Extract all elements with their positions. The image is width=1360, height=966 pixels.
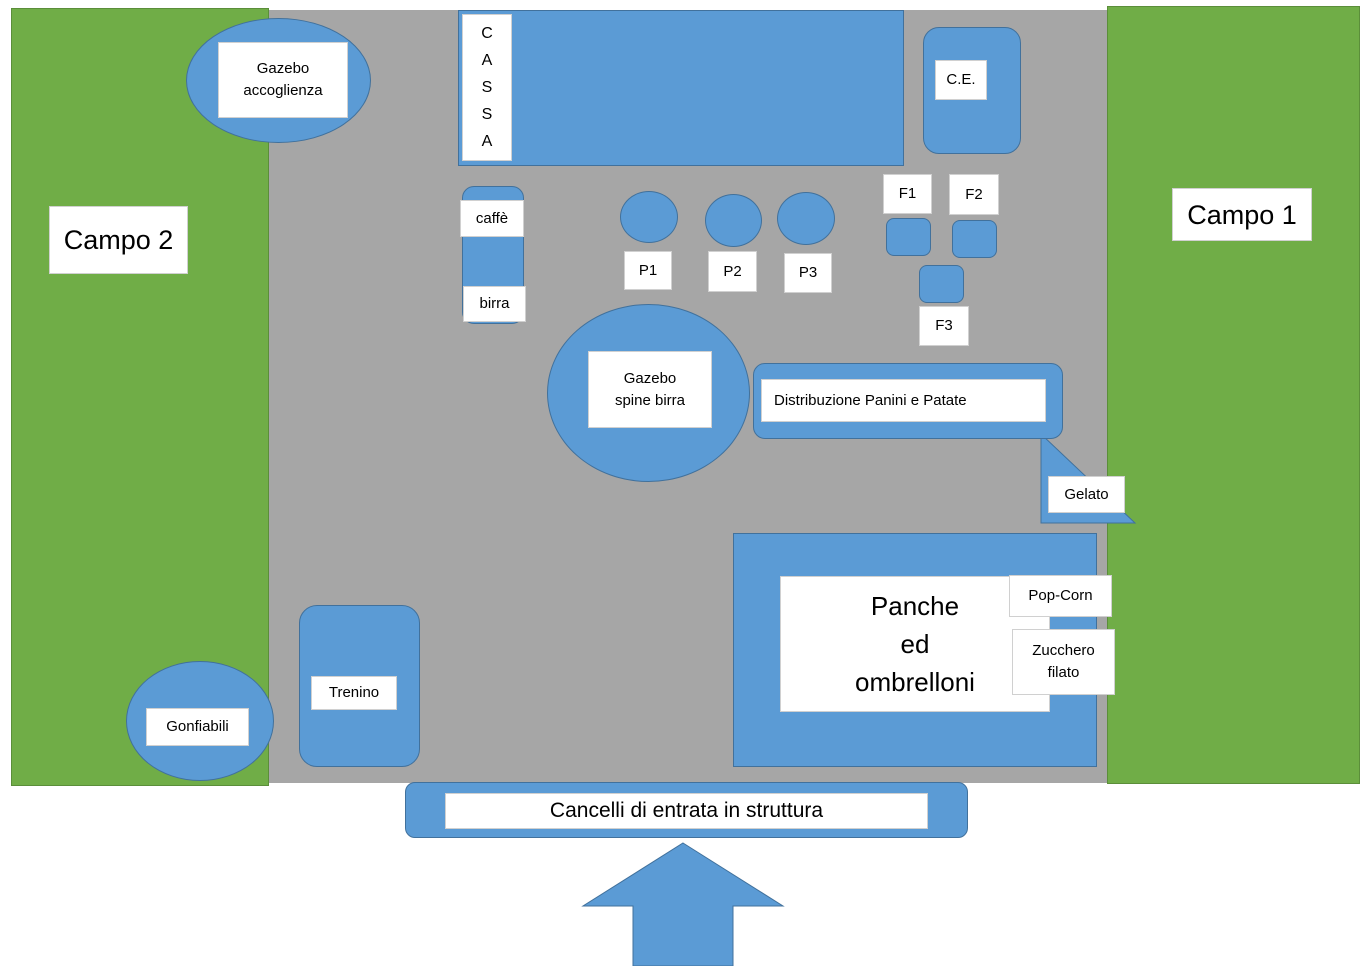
gazebo-accoglienza-label: Gazebo accoglienza bbox=[218, 42, 348, 118]
p3-shape bbox=[777, 192, 835, 245]
p1-label: P1 bbox=[624, 251, 672, 290]
p2-shape bbox=[705, 194, 762, 247]
cassa-letter: S bbox=[481, 106, 493, 123]
ce-label: C.E. bbox=[935, 60, 987, 100]
cassa-letter: S bbox=[481, 79, 493, 96]
p1-shape bbox=[620, 191, 678, 243]
f3-shape bbox=[919, 265, 964, 303]
birra-label: birra bbox=[463, 286, 526, 322]
f2-shape bbox=[952, 220, 997, 258]
cassa-letter: C bbox=[481, 25, 493, 42]
gazebo-spine-birra-label: Gazebo spine birra bbox=[588, 351, 712, 428]
campo-2-field bbox=[11, 8, 269, 786]
trenino-label: Trenino bbox=[311, 676, 397, 710]
panche-line-2: ed bbox=[900, 629, 930, 659]
panche-line-3: ombrelloni bbox=[855, 667, 975, 697]
campo-1-field bbox=[1107, 6, 1360, 784]
p2-label: P2 bbox=[708, 251, 757, 292]
f2-label: F2 bbox=[949, 174, 999, 215]
zucchero-line-2: filato bbox=[1047, 664, 1080, 681]
f3-label: F3 bbox=[919, 306, 969, 346]
gonfiabili-label: Gonfiabili bbox=[146, 708, 249, 746]
campo-2-label: Campo 2 bbox=[49, 206, 188, 274]
zucchero-line-1: Zucchero bbox=[1032, 642, 1095, 659]
f1-label: F1 bbox=[883, 174, 932, 214]
gazebo-accoglienza-line-1: Gazebo bbox=[256, 60, 310, 77]
f1-shape bbox=[886, 218, 931, 256]
distribuzione-label: Distribuzione Panini e Patate bbox=[761, 379, 1046, 422]
popcorn-label: Pop-Corn bbox=[1009, 575, 1112, 617]
campo-1-label: Campo 1 bbox=[1172, 188, 1312, 241]
cassa-letter: A bbox=[481, 52, 493, 69]
panche-line-1: Panche bbox=[870, 591, 960, 621]
cassa-area bbox=[458, 10, 904, 166]
cassa-letter: A bbox=[481, 133, 493, 150]
caffe-label: caffè bbox=[460, 200, 524, 237]
gelato-label: Gelato bbox=[1048, 476, 1125, 513]
panche-label: Panche ed ombrelloni bbox=[780, 576, 1050, 712]
cancelli-label: Cancelli di entrata in struttura bbox=[445, 793, 928, 829]
cassa-label: C A S S A bbox=[462, 14, 512, 161]
gazebo-spine-line-1: Gazebo bbox=[623, 369, 677, 387]
p3-label: P3 bbox=[784, 253, 832, 293]
gazebo-accoglienza-line-2: accoglienza bbox=[243, 82, 323, 99]
gazebo-spine-line-2: spine birra bbox=[614, 391, 686, 409]
zucchero-filato-label: Zucchero filato bbox=[1012, 629, 1115, 695]
